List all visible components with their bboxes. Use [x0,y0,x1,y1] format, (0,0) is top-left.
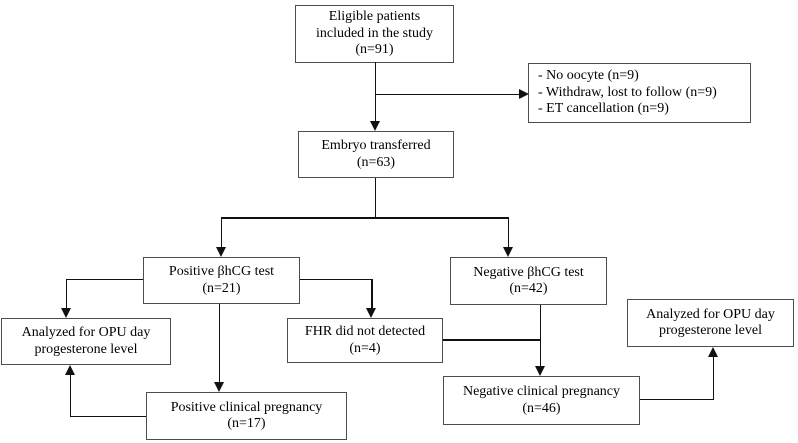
connector-to-positive-bhcg [220,217,222,250]
node-negative-clinical-pregnancy: Negative clinical pregnancy (n=46) [443,376,640,425]
arrow-down-icon [61,308,71,318]
node-negative-bhcg-test: Negative βhCG test (n=42) [450,257,607,305]
connector-to-negative-bhcg [507,217,509,250]
node-eligible-patients: Eligible patients included in the study … [295,5,454,63]
arrow-down-icon [366,308,376,318]
connector-embryo-stem [374,178,376,218]
connector-posbhcg-analyzed-h [66,278,143,280]
connector-eligible-embryo [374,62,376,124]
connector-posclinical-analyzed-v [69,370,71,417]
connector-negclinical-analyzed-v [712,352,714,400]
arrow-down-icon [370,121,380,131]
exclusion-item-no-oocyte: - No oocyte (n=9) [538,68,639,84]
arrow-down-icon [503,247,513,257]
arrow-down-icon [214,382,224,392]
arrow-down-icon [535,366,545,376]
connector-eligible-exclusions [375,93,521,95]
connector-posclinical-analyzed-h [70,415,146,417]
node-embryo-transferred: Embryo transferred (n=63) [298,131,454,178]
connector-posbhcg-fhr-v [371,278,373,312]
connector-negclinical-analyzed-h [640,398,713,400]
connector-split-bar [220,217,509,219]
connector-negbhcg-negclinical [539,305,541,369]
arrow-down-icon [216,247,226,257]
connector-posbhcg-posclinical [218,304,220,384]
connector-posbhcg-fhr-h [300,278,372,280]
arrow-up-icon [65,365,75,375]
node-positive-clinical-pregnancy: Positive clinical pregnancy (n=17) [146,392,347,440]
arrow-right-icon [519,89,529,99]
node-analyzed-opu-left: Analyzed for OPU day progesterone level [1,318,171,365]
exclusion-item-withdraw: - Withdraw, lost to follow (n=9) [538,84,717,100]
node-positive-bhcg-test: Positive βhCG test (n=21) [143,257,300,304]
exclusion-item-et-cancellation: - ET cancellation (n=9) [538,101,669,117]
node-fhr-not-detected: FHR did not detected (n=4) [287,318,443,363]
connector-posbhcg-analyzed-v [65,278,67,312]
arrow-up-icon [708,347,718,357]
node-analyzed-opu-right: Analyzed for OPU day progesterone level [627,299,794,347]
node-exclusions: - No oocyte (n=9) - Withdraw, lost to fo… [528,63,751,123]
connector-fhr-merge [443,339,540,341]
